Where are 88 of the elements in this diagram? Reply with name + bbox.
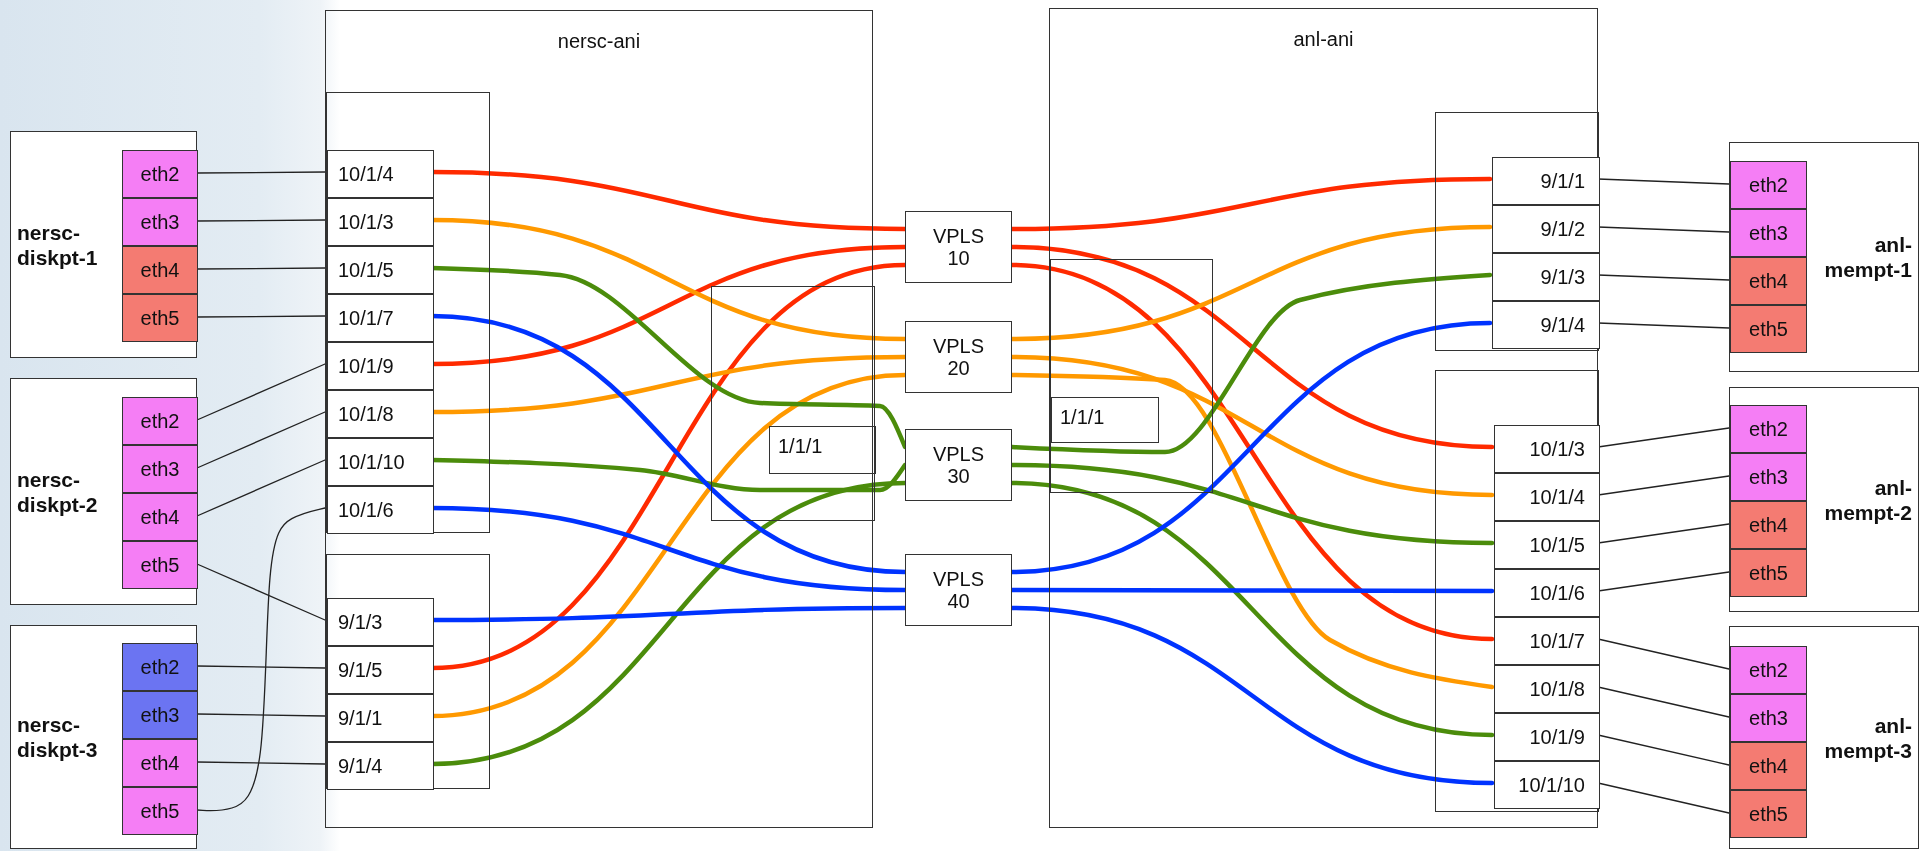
interface-box: eth4: [122, 739, 198, 787]
router-box: [325, 10, 873, 828]
port-box: 9/1/3: [327, 598, 434, 646]
host-box: [1729, 142, 1919, 372]
interface-box: eth5: [122, 787, 198, 835]
interface-box: eth2: [122, 150, 198, 198]
port-box: 9/1/1: [327, 694, 434, 742]
port-box: 10/1/10: [327, 438, 434, 486]
port-box: 1/1/1: [1051, 397, 1159, 443]
interface-box: eth3: [122, 445, 198, 493]
interface-box: eth2: [122, 397, 198, 445]
interface-box: eth5: [1730, 790, 1807, 838]
cable-line: [196, 171, 326, 174]
interface-box: eth4: [1730, 501, 1807, 549]
interface-box: eth2: [1730, 405, 1807, 453]
port-box: 9/1/4: [1492, 301, 1600, 349]
line-card: [1050, 259, 1213, 493]
port-box: 10/1/10: [1494, 761, 1600, 809]
line-card: [326, 92, 490, 533]
host-name: nersc-diskpt-3: [17, 711, 99, 763]
port-box: 10/1/5: [327, 246, 434, 294]
cable-line: [196, 459, 326, 517]
interface-box: eth5: [122, 541, 198, 589]
cable-line: [196, 665, 326, 669]
port-box: 10/1/8: [1494, 665, 1600, 713]
port-box: 10/1/3: [327, 198, 434, 246]
port-box: 9/1/3: [1492, 253, 1600, 301]
interface-box: eth4: [1730, 742, 1807, 790]
cable-line: [196, 713, 326, 717]
host-box: [1729, 626, 1919, 849]
port-box: 10/1/9: [327, 342, 434, 390]
host-name: anl-mempt-2: [1823, 474, 1912, 525]
port-box: 10/1/4: [327, 150, 434, 198]
cable-line: [196, 219, 326, 222]
cable-line: [196, 363, 326, 421]
port-box: 10/1/6: [327, 486, 434, 534]
interface-box: eth3: [1730, 694, 1807, 742]
port-box: 9/1/1: [1492, 157, 1600, 205]
interface-box: eth4: [1730, 257, 1807, 305]
cable-line: [196, 563, 326, 621]
host-box: [10, 378, 197, 605]
interface-box: eth3: [1730, 453, 1807, 501]
line-card: [711, 286, 875, 521]
host-name: anl-mempt-3: [1823, 712, 1912, 763]
port-box: 9/1/2: [1492, 205, 1600, 253]
port-box: 10/1/9: [1494, 713, 1600, 761]
vpls-box: VPLS 20: [905, 321, 1012, 393]
router-name: anl-ani: [1292, 27, 1355, 51]
interface-box: eth3: [1730, 209, 1807, 257]
line-card: [1435, 112, 1599, 351]
interface-box: eth2: [1730, 646, 1807, 694]
cable-line: [196, 315, 326, 318]
interface-box: eth5: [1730, 305, 1807, 353]
cable-line: [196, 411, 326, 469]
cable-line: [196, 507, 326, 812]
host-box: [1729, 387, 1919, 612]
port-box: 10/1/3: [1494, 425, 1600, 473]
interface-box: eth5: [1730, 549, 1807, 597]
router-box: [1049, 8, 1598, 828]
port-box: 10/1/7: [327, 294, 434, 342]
host-name: nersc-diskpt-2: [17, 466, 99, 517]
port-box: 9/1/5: [327, 646, 434, 694]
interface-box: eth5: [122, 294, 198, 342]
vpls-box: VPLS 30: [905, 429, 1012, 501]
host-name: nersc-diskpt-1: [17, 219, 99, 270]
port-box: 1/1/1: [769, 426, 876, 474]
interface-box: eth4: [122, 246, 198, 294]
line-card: [1435, 370, 1599, 812]
port-box: 10/1/7: [1494, 617, 1600, 665]
vpls-box: VPLS 10: [905, 211, 1012, 283]
port-box: 10/1/6: [1494, 569, 1600, 617]
interface-box: eth3: [122, 691, 198, 739]
port-box: 10/1/4: [1494, 473, 1600, 521]
host-box: [10, 625, 197, 849]
interface-box: eth2: [122, 643, 198, 691]
port-box: 10/1/5: [1494, 521, 1600, 569]
line-card: [326, 554, 490, 789]
port-box: 9/1/4: [327, 742, 434, 790]
router-name: nersc-ani: [556, 29, 642, 53]
interface-box: eth4: [122, 493, 198, 541]
interface-box: eth2: [1730, 161, 1807, 209]
interface-box: eth3: [122, 198, 198, 246]
port-box: 10/1/8: [327, 390, 434, 438]
host-box: [10, 131, 197, 358]
cable-line: [196, 761, 326, 765]
vpls-box: VPLS 40: [905, 554, 1012, 626]
host-name: anl-mempt-1: [1823, 231, 1912, 283]
cable-line: [196, 267, 326, 270]
